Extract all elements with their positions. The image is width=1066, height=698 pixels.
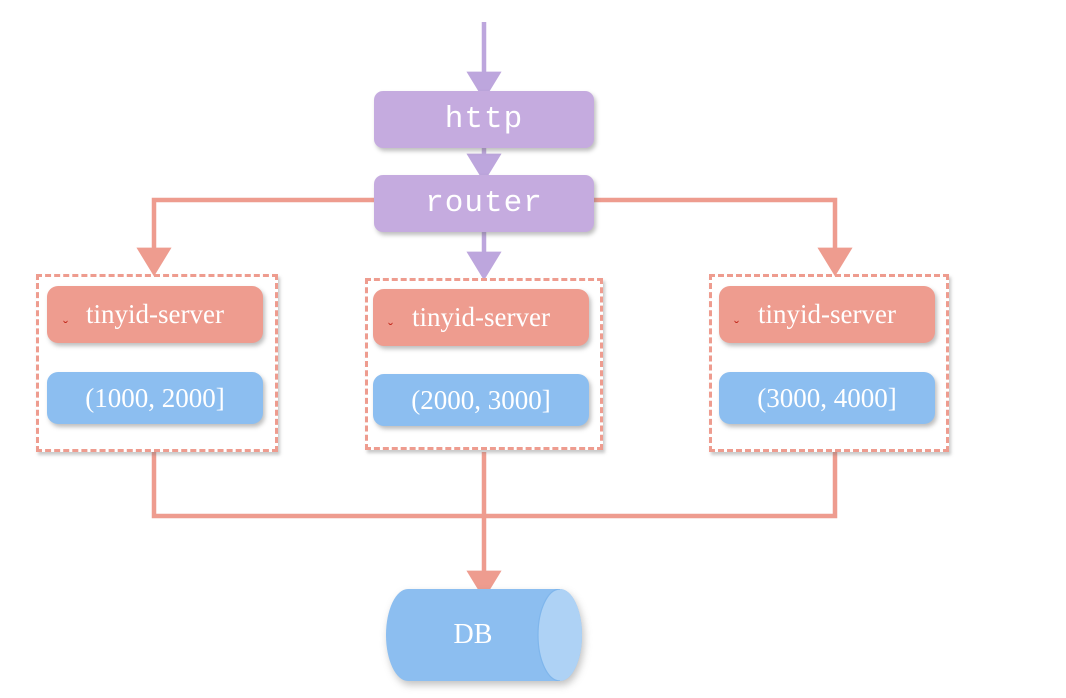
node-id-range-3-label: (3000, 4000]	[757, 382, 897, 413]
node-id-range-3[interactable]: (3000, 4000]	[719, 372, 935, 424]
group-shard-2[interactable]	[365, 278, 603, 450]
node-database-label: DB	[453, 619, 493, 650]
node-tinyid-server-1-label: tinyid-server	[86, 299, 224, 329]
group-shard-3[interactable]	[709, 274, 949, 452]
node-router-label: router	[425, 186, 543, 221]
node-id-range-2-label: (2000, 3000]	[411, 384, 551, 415]
node-http[interactable]: http	[374, 91, 594, 148]
node-router[interactable]: router	[374, 175, 594, 232]
edge-group-3-to-db	[484, 452, 838, 519]
node-tinyid-server-2[interactable]: tinyid-server	[373, 289, 589, 346]
node-id-range-2[interactable]: (2000, 3000]	[373, 374, 589, 426]
node-database-shape[interactable]	[386, 588, 582, 682]
group-shard-1[interactable]	[36, 274, 278, 452]
node-tinyid-server-1[interactable]: tinyid-server	[47, 286, 263, 343]
node-database[interactable]: DB	[386, 589, 582, 681]
edge-router-to-group-1	[136, 197, 374, 277]
node-id-range-1-label: (1000, 2000]	[85, 382, 225, 413]
node-tinyid-server-2-label: tinyid-server	[412, 302, 550, 332]
edge-group-1-to-db	[151, 452, 484, 519]
node-tinyid-server-3-label: tinyid-server	[758, 299, 896, 329]
edge-router-to-group-3	[594, 197, 853, 277]
node-id-range-1[interactable]: (1000, 2000]	[47, 372, 263, 424]
node-tinyid-server-3[interactable]: tinyid-server	[719, 286, 935, 343]
node-http-label: http	[444, 102, 524, 137]
